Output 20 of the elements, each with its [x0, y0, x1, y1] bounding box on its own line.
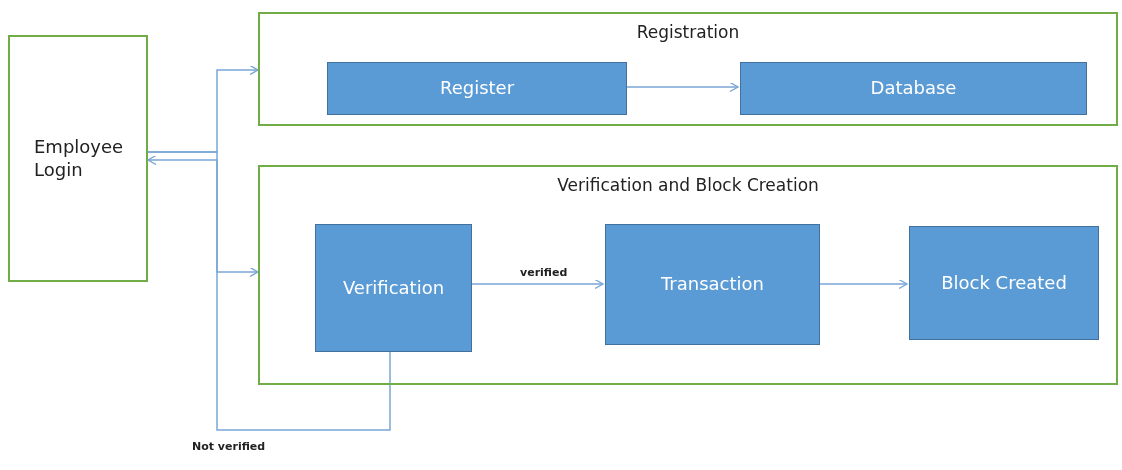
box-label: Transaction	[661, 273, 764, 296]
process-box	[740, 62, 1087, 115]
box-label: Employee Login	[34, 136, 125, 181]
process-box	[605, 224, 820, 345]
process-box	[315, 224, 472, 352]
arrow	[147, 151, 259, 278]
box-label: Verification	[342, 276, 445, 300]
process-box	[327, 62, 627, 115]
process-box	[909, 226, 1099, 340]
edge-label: Not verified	[190, 440, 268, 453]
box-label: Block Created	[941, 271, 1067, 295]
group-box	[258, 165, 1118, 385]
box-label: Registration	[636, 22, 740, 44]
box-label: Register	[439, 77, 515, 100]
box-label: Database	[870, 77, 957, 100]
start-box	[8, 35, 148, 282]
box-label: Verification and Block Creation	[557, 175, 819, 197]
arrow	[147, 154, 391, 431]
edge-label: verified	[518, 266, 570, 279]
group-box	[258, 12, 1118, 126]
